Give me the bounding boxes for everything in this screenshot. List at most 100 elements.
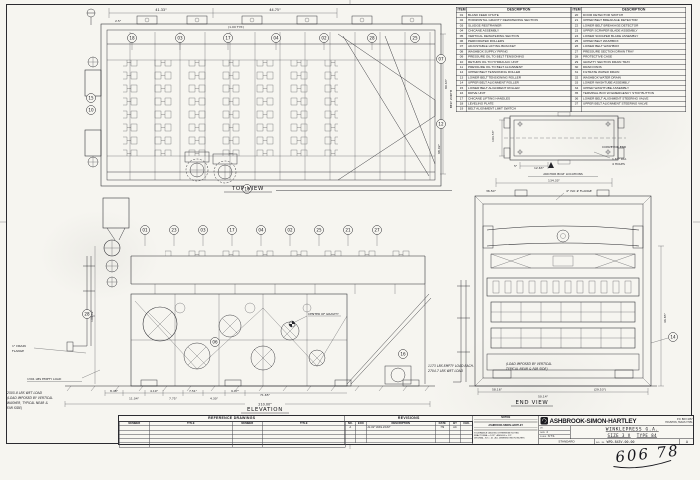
svg-text:02: 02 (287, 228, 293, 233)
svg-text:15: 15 (88, 96, 94, 101)
svg-text:02: 02 (321, 36, 327, 41)
notice-title: NOTICE (501, 416, 511, 420)
top-cross-beams (136, 15, 423, 25)
svg-text:44.75": 44.75" (269, 8, 281, 12)
svg-text:14: 14 (670, 335, 676, 340)
top-view-drawing: 41.33" 44.75" 2.5" (1.00 TYP.) 80.63" BE… (84, 8, 453, 194)
notice-fine-print (474, 419, 538, 424)
drawn-field: DR. (539, 426, 570, 431)
top-view-body: 41.33" 44.75" 2.5" (1.00 TYP.) 80.63" BE… (84, 8, 453, 194)
svg-text:03: 03 (177, 36, 183, 41)
svg-text:27: 27 (374, 228, 380, 233)
svg-text:07: 07 (438, 57, 444, 62)
tolerance-line: FRACTIONAL ± 1/32" ANGLES ± 1/2° (474, 434, 512, 437)
slot-row (492, 280, 632, 294)
svg-text:16: 16 (244, 187, 250, 192)
revision-letter-box: A (685, 440, 689, 444)
notice-block: NOTICE ASHBROOK-SIMON-HARTLEY TOLERANCE … (473, 416, 539, 445)
svg-text:71.65": 71.65" (260, 393, 271, 397)
svg-text:04: 04 (273, 36, 279, 41)
svg-text:CENTER OF GRAVITY: CENTER OF GRAVITY (308, 312, 339, 316)
svg-text:4.30": 4.30" (210, 397, 219, 401)
svg-text:4.19": 4.19" (150, 389, 159, 393)
svg-text:06: 06 (212, 340, 218, 345)
svg-text:9.07": 9.07" (231, 389, 240, 393)
center-of-gravity-symbol: CENTER OF GRAVITY (288, 312, 341, 328)
standard-field: STANDARD (539, 439, 595, 445)
svg-text:7.75": 7.75" (169, 397, 178, 401)
svg-text:21: 21 (345, 228, 351, 233)
end-view-drawing: 46.85" 14 (453, 189, 678, 387)
svg-text:2.5": 2.5" (115, 19, 122, 23)
svg-text:25: 25 (316, 228, 322, 233)
elevation-drawing: CENTER OF GRAVITY 8.48" 11.04" 4.19" 7.7… (64, 197, 435, 407)
title-block-strip: REFERENCE DRAWINGS NUMBER TITLE NUMBER T… (118, 415, 694, 448)
svg-text:7.51": 7.51" (189, 389, 198, 393)
svg-text:25: 25 (412, 36, 418, 41)
svg-text:BELT WIDTH: BELT WIDTH (449, 90, 453, 108)
svg-text:23: 23 (171, 228, 177, 233)
svg-text:210.00": 210.00" (258, 403, 272, 407)
rev-empty-row (345, 434, 473, 439)
revisions-title: REVISIONS (345, 416, 473, 422)
balloon-callout: 14 (650, 332, 678, 344)
parts-item-header: ITEM (456, 7, 467, 13)
anchor-plan-body (499, 111, 626, 169)
drawing-title: WINKLEPRESS G.A. (605, 427, 659, 432)
svg-text:16: 16 (400, 352, 406, 357)
notice-fine-print (474, 427, 538, 431)
svg-text:17: 17 (229, 228, 235, 233)
svg-text:11.04": 11.04" (129, 397, 140, 401)
notice-company: ASHBROOK-SIMON-HARTLEY (488, 424, 524, 428)
handwritten-note: 606 78 (613, 442, 681, 469)
elevation-body: CENTER OF GRAVITY 8.48" 11.04" 4.19" 7.7… (64, 197, 435, 407)
rev-empty-row (345, 429, 473, 435)
svg-text:8.48": 8.48" (110, 389, 119, 393)
reference-drawings-title: REFERENCE DRAWINGS (119, 416, 345, 422)
end-view-body: 46.85" 14 (453, 189, 678, 387)
svg-text:12: 12 (438, 122, 444, 127)
svg-text:18: 18 (129, 36, 135, 41)
parts-row (571, 106, 686, 112)
svg-text:01: 01 (142, 228, 148, 233)
svg-text:46.85": 46.85" (663, 312, 667, 323)
svg-text:98.02": 98.02" (437, 143, 441, 154)
svg-text:28: 28 (84, 312, 90, 317)
company-title-block: ASHBROOK-SIMON-HARTLEY P.O. BOX 1657 HOU… (539, 416, 694, 445)
revision-row: A 21.63" WAS 23.63" 7/9 AC (345, 425, 473, 431)
ref-empty-row (119, 442, 346, 448)
svg-text:80.63": 80.63" (444, 78, 448, 89)
company-name: ASHBROOK-SIMON-HARTLEY (549, 417, 637, 425)
svg-text:03: 03 (200, 228, 206, 233)
rev-empty-row (345, 438, 473, 444)
elevation-dimensions: 8.48" 11.04" 4.19" 7.75" 7.51" 4.30" 9.0… (64, 246, 431, 407)
anchor-bolt-plan-drawing (499, 111, 626, 169)
svg-text:17: 17 (225, 36, 231, 41)
svg-text:(1.00 TYP.): (1.00 TYP.) (228, 25, 244, 29)
parts-item-header: ITEM (571, 7, 582, 13)
tolerance-title: TOLERANCE UNLESS OTHERWISE NOTED (474, 431, 519, 435)
svg-text:606 78: 606 78 (615, 442, 681, 467)
svg-text:41.33": 41.33" (155, 8, 167, 12)
company-address: P.O. BOX 1657 HOUSTON, TEXAS 77251 (665, 418, 693, 424)
svg-text:28: 28 (369, 36, 375, 41)
feed-end-assembly (84, 8, 102, 168)
drawing-number-field: DWG. NO. WPD-843V-00-00 (595, 439, 680, 445)
company-logo (540, 417, 548, 425)
reference-drawings-block: REFERENCE DRAWINGS NUMBER TITLE NUMBER T… (119, 416, 346, 448)
revisions-block: REVISIONS NO. ECN DESCRIPTION DATE BY CH… (345, 416, 473, 445)
svg-text:04: 04 (258, 228, 264, 233)
tolerance-line: DECIMAL .XX ± .01 ALL DIMENSIONS IN INCH… (474, 436, 525, 440)
